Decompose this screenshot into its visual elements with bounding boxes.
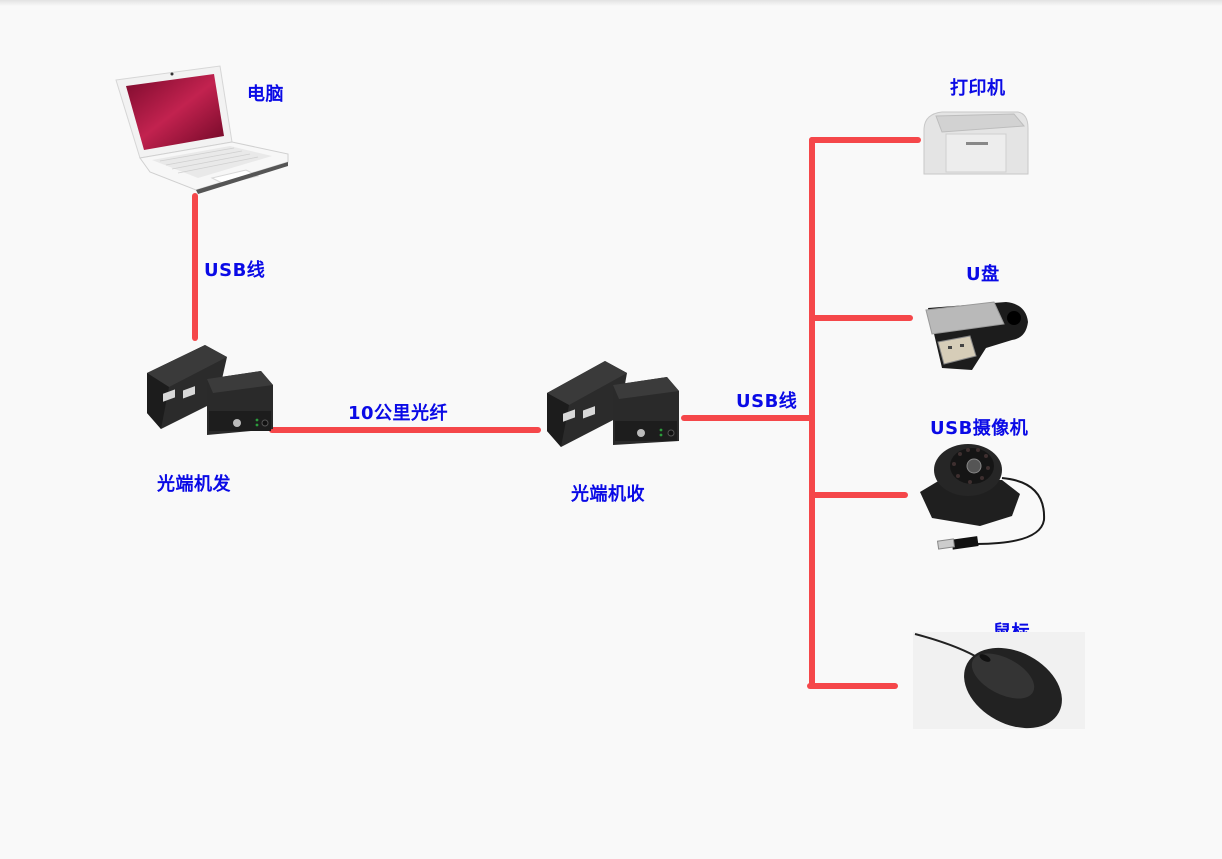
usb-drive-label: U盘 xyxy=(966,264,1000,285)
computer-label: 电脑 xyxy=(247,84,284,105)
computer-node xyxy=(112,62,292,201)
laptop-icon xyxy=(115,65,289,194)
usb-drive-node xyxy=(922,298,1032,374)
rx-extender-node xyxy=(543,355,683,454)
tx-extender-node xyxy=(143,343,278,442)
mouse-icon xyxy=(914,633,1062,729)
tx-label: 光端机发 xyxy=(157,474,231,495)
camera-node xyxy=(916,440,1051,564)
printer-node xyxy=(918,104,1033,183)
mouse-node xyxy=(913,632,1085,729)
usb-drive-icon xyxy=(925,301,1028,370)
rx-label: 光端机收 xyxy=(571,484,645,505)
usb-cable-label-1: USB线 xyxy=(204,260,266,281)
printer-label: 打印机 xyxy=(950,78,1006,99)
fiber-extender-icon xyxy=(547,361,679,447)
camera-label: USB摄像机 xyxy=(930,418,1029,439)
usb-cable-label-2: USB线 xyxy=(736,391,798,412)
top-border xyxy=(0,0,1222,6)
usb-camera-icon xyxy=(920,444,1046,550)
printer-icon xyxy=(923,111,1029,175)
fiber-label: 10公里光纤 xyxy=(348,403,449,424)
fiber-extender-icon xyxy=(147,345,273,435)
